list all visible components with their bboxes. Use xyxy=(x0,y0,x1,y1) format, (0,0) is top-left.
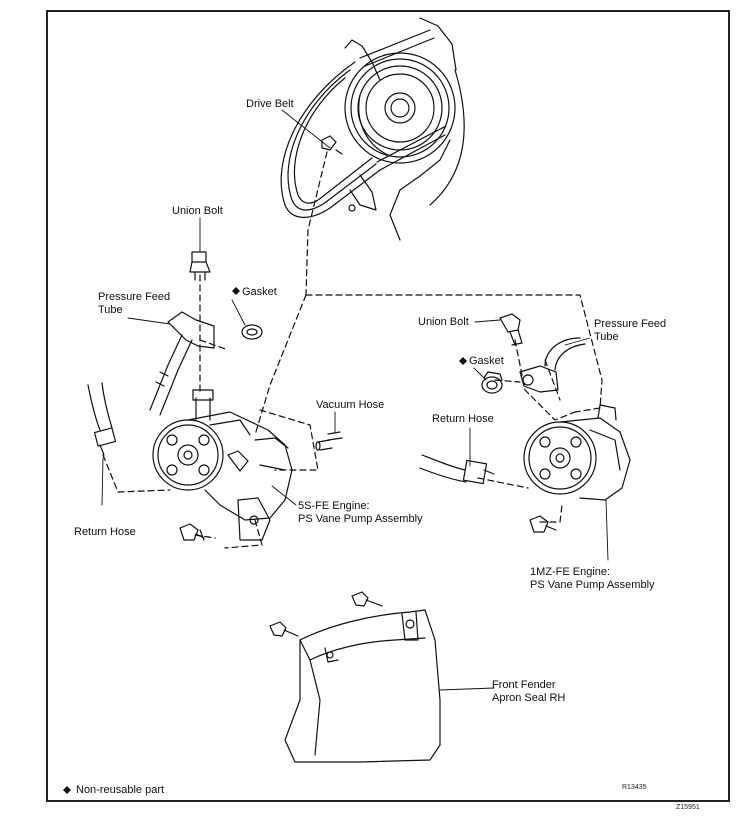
label-pressure-feed-tube-left: Pressure Feed Tube xyxy=(98,291,171,316)
bolt-icon xyxy=(269,621,299,637)
legend-non-reusable: Non-reusable part xyxy=(76,784,165,796)
gasket-right-icon xyxy=(481,371,503,394)
label-return-hose-right: Return Hose xyxy=(432,413,494,425)
return-hose-left xyxy=(87,382,117,456)
pressure-feed-tube-left xyxy=(149,311,215,416)
drive-belt xyxy=(280,29,447,218)
bolt-icon xyxy=(529,515,557,533)
label-gasket-right: Gasket xyxy=(469,355,504,367)
return-hose-right xyxy=(419,454,495,485)
vane-pump-icon xyxy=(523,404,631,501)
reference-code: R13435 xyxy=(622,784,647,791)
crank-pulley-icon xyxy=(344,17,465,241)
diamond-icon xyxy=(63,287,467,794)
label-union-bolt-right: Union Bolt xyxy=(418,316,469,328)
label-vacuum-hose: Vacuum Hose xyxy=(316,399,385,411)
bolt-icon xyxy=(179,523,205,541)
label-1mz-fe-pump: 1MZ-FE Engine: PS Vane Pump Assembly xyxy=(530,566,655,591)
union-bolt-left-icon xyxy=(189,251,211,281)
label-gasket-left: Gasket xyxy=(242,286,277,298)
figure-code: Z15951 xyxy=(676,804,700,811)
leader-lines xyxy=(101,109,609,691)
diagram-frame xyxy=(46,10,730,802)
label-drive-belt: Drive Belt xyxy=(246,98,294,110)
bolt-icon xyxy=(351,591,383,607)
pressure-feed-tube-right xyxy=(519,337,586,393)
label-return-hose-left: Return Hose xyxy=(74,526,136,538)
label-pressure-feed-tube-right: Pressure Feed Tube xyxy=(594,318,667,343)
fender-apron-seal xyxy=(284,609,441,763)
bolt-icon xyxy=(321,135,343,155)
label-5s-fe-pump: 5S-FE Engine: PS Vane Pump Assembly xyxy=(298,500,423,525)
gasket-left-icon xyxy=(241,324,263,340)
label-union-bolt-left: Union Bolt xyxy=(172,205,223,217)
union-bolt-right-icon xyxy=(499,313,523,346)
vacuum-hose xyxy=(315,431,343,451)
vane-pump-icon xyxy=(152,389,293,541)
label-front-fender-apron-seal: Front Fender Apron Seal RH xyxy=(492,679,566,704)
